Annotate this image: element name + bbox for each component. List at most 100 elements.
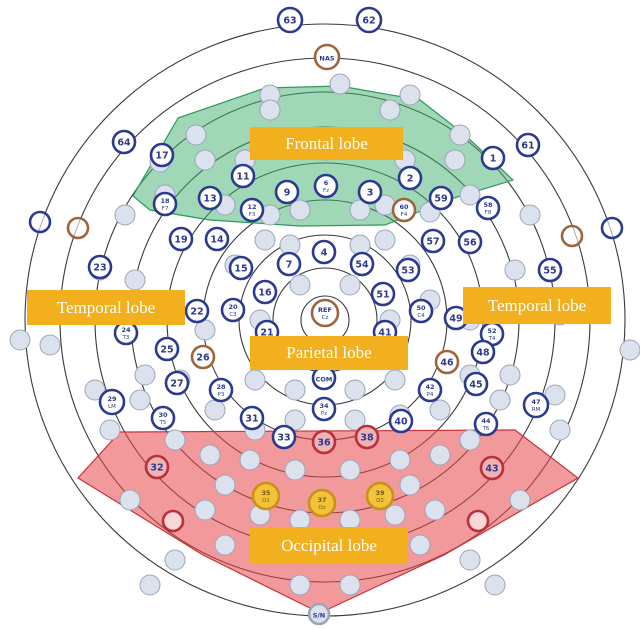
electrode-e46: 46 bbox=[434, 349, 460, 375]
electrode-number: 43 bbox=[485, 463, 498, 474]
electrode-number: 31 bbox=[245, 413, 258, 424]
electrode-dot bbox=[374, 229, 396, 251]
electrode-number: S/N bbox=[313, 611, 326, 619]
electrode-dot bbox=[429, 444, 451, 466]
electrode-e15: 15 bbox=[228, 255, 254, 281]
electrode-number: 45 bbox=[469, 379, 482, 390]
electrode-site: LM bbox=[108, 404, 116, 410]
electrode-dot bbox=[379, 99, 401, 121]
electrode-site: T4 bbox=[488, 336, 496, 342]
electrode-sn: S/N bbox=[307, 602, 331, 626]
electrode-dot bbox=[544, 384, 566, 406]
electrode-number: 2 bbox=[407, 173, 414, 184]
electrode-number: 3 bbox=[367, 187, 374, 198]
electrode-number: 32 bbox=[150, 462, 163, 473]
electrode-number: 20 bbox=[228, 303, 238, 311]
electrode-e11: 11 bbox=[230, 163, 256, 189]
electrode-number: 56 bbox=[463, 237, 477, 248]
electrode-number: 13 bbox=[203, 193, 216, 204]
electrode-com: COM bbox=[311, 365, 337, 391]
electrode-e38: 38 bbox=[354, 424, 380, 450]
electrode-number: REF bbox=[318, 306, 332, 314]
electrode-dot bbox=[185, 124, 207, 146]
electrode-e62: 62 bbox=[355, 6, 383, 34]
electrode-dot bbox=[384, 504, 406, 526]
electrode-site: RM bbox=[532, 407, 541, 413]
electrode-site: C4 bbox=[417, 313, 425, 319]
electrode-dot bbox=[409, 534, 431, 556]
electrode-dot bbox=[289, 274, 311, 296]
electrode-number: 55 bbox=[543, 265, 556, 276]
occipital-region bbox=[77, 429, 580, 614]
electrode-dot bbox=[339, 574, 361, 596]
electrode-site: F3 bbox=[249, 212, 256, 218]
electrode-e27: 27 bbox=[164, 370, 190, 396]
electrode-ring bbox=[600, 216, 624, 240]
electrode-e6: 6Fz bbox=[313, 173, 339, 199]
electrode-number: 60 bbox=[399, 203, 409, 211]
electrode-e1: 1 bbox=[480, 145, 506, 171]
electrode-dot bbox=[214, 534, 236, 556]
electrode-site: C3 bbox=[229, 312, 237, 318]
electrode-e59: 59 bbox=[428, 185, 454, 211]
electrode-e43: 43 bbox=[479, 455, 505, 481]
electrode-dot bbox=[429, 399, 451, 421]
electrode-number: 41 bbox=[378, 327, 391, 338]
electrode-e2: 2 bbox=[397, 165, 423, 191]
electrode-e36: 36 bbox=[311, 429, 337, 455]
electrode-number: 19 bbox=[174, 234, 187, 245]
electrode-e25: 25 bbox=[154, 336, 180, 362]
electrode-ring bbox=[560, 224, 584, 248]
electrode-site: O2 bbox=[376, 498, 384, 504]
electrode-number: 1 bbox=[490, 153, 497, 164]
electrode-e55: 55 bbox=[537, 257, 563, 283]
electrode-number: 54 bbox=[355, 259, 369, 270]
electrode-dot bbox=[199, 444, 221, 466]
electrode-e19: 19 bbox=[168, 226, 194, 252]
electrode-dot bbox=[99, 419, 121, 441]
electrode-dot bbox=[134, 364, 156, 386]
electrode-dot bbox=[139, 574, 161, 596]
electrode-dot bbox=[344, 409, 366, 431]
electrode-site: F8 bbox=[485, 210, 492, 216]
electrode-site: T6 bbox=[482, 426, 490, 432]
electrode-e57: 57 bbox=[420, 228, 446, 254]
electrode-dot bbox=[254, 229, 276, 251]
electrode-e51: 51 bbox=[370, 281, 396, 307]
electrode-number: 6 bbox=[324, 179, 329, 187]
electrode-dot bbox=[194, 149, 216, 171]
electrode-nas: NAS bbox=[313, 43, 341, 71]
electrode-e64: 64 bbox=[111, 129, 137, 155]
electrode-e22: 22 bbox=[184, 298, 210, 324]
electrode-dot bbox=[399, 84, 421, 106]
electrode-dot bbox=[619, 339, 640, 361]
electrode-number: 21 bbox=[260, 327, 273, 338]
electrode-number: 52 bbox=[487, 327, 496, 335]
electrode-ring bbox=[66, 216, 90, 240]
electrode-e31: 31 bbox=[239, 405, 265, 431]
electrode-e56: 56 bbox=[457, 229, 483, 255]
electrode-number: 36 bbox=[317, 437, 331, 448]
electrode-site: F7 bbox=[162, 206, 169, 212]
electrode-number: 11 bbox=[236, 171, 249, 182]
electrode-dot bbox=[519, 204, 541, 226]
electrode-dot bbox=[124, 269, 146, 291]
electrode-dot bbox=[339, 459, 361, 481]
electrode-number: 42 bbox=[425, 383, 434, 391]
electrode-ring bbox=[28, 210, 52, 234]
electrode-number: 34 bbox=[319, 402, 329, 410]
electrode-number: 4 bbox=[321, 247, 328, 258]
electrode-number: 44 bbox=[481, 417, 491, 425]
electrode-number: 39 bbox=[375, 489, 385, 497]
electrode-number: 24 bbox=[121, 326, 131, 334]
electrode-dot bbox=[484, 574, 506, 596]
electrode-number: 59 bbox=[434, 193, 447, 204]
